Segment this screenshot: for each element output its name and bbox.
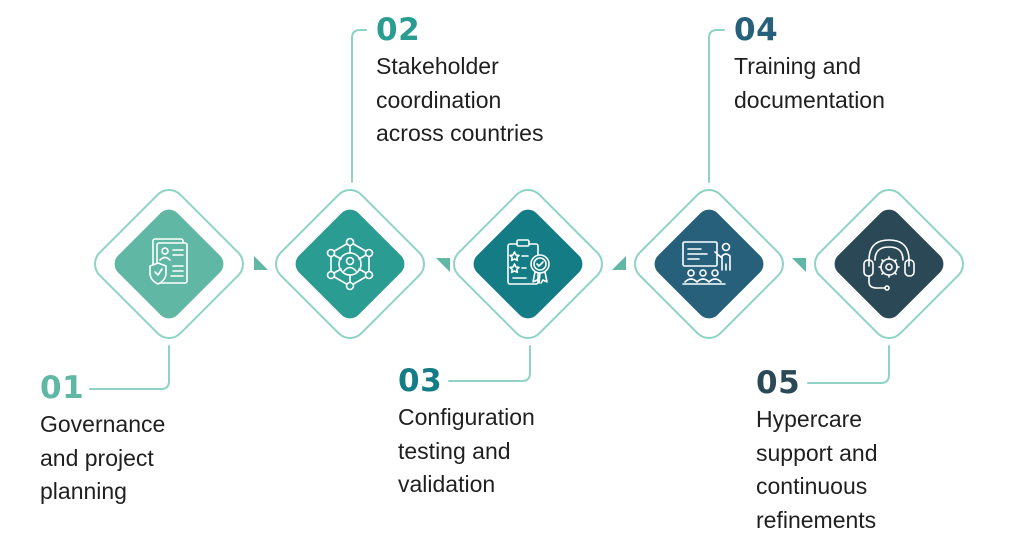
training-presentation-icon [682,241,731,285]
step-title-line: support and [756,439,878,466]
connector-03 [448,345,531,382]
step-label-04: 04 Training and documentation [734,12,885,115]
step-label-02: 02 Stakeholder coordination across count… [376,12,543,149]
connector-02 [351,29,367,183]
step-title-line: validation [398,471,496,497]
step-title-line: across countries [376,120,544,146]
step-title-line: documentation [734,86,885,113]
connector-05 [807,345,890,384]
support-headset-gear-icon [863,239,915,291]
step-number: 03 [398,363,443,399]
step-number: 01 [40,370,85,406]
step-title-line: planning [40,478,127,504]
stakeholder-network-icon [326,237,374,291]
governance-document-shield-icon [149,238,188,285]
connector-04 [708,29,725,183]
diamond-fill-04 [654,209,764,319]
arrow-3-4 [612,256,626,270]
step-number: 04 [734,12,779,48]
step-label-05: 05 Hypercare support and continuous refi… [756,365,877,535]
step-title-line: and project [40,444,154,471]
step-title-line: testing and [398,437,511,464]
step-title-line: continuous [756,473,868,499]
arrow-4-5 [792,258,806,272]
arrow-2-3 [436,258,450,272]
connector-01 [89,345,170,390]
testing-clipboard-checklist-icon [507,239,550,285]
step-title-line: Hypercare [756,406,863,432]
step-label-01: 01 Governance and project planning [40,370,165,507]
step-title-line: Configuration [398,404,535,430]
step-title-line: Training and [734,53,862,79]
step-number: 05 [756,365,801,401]
step-title-line: Governance [40,411,166,437]
step-title-line: refinements [756,506,877,533]
arrow-1-2 [254,256,268,270]
step-label-03: 03 Configuration testing and validation [398,363,535,500]
step-title-line: Stakeholder [376,53,499,79]
step-title-line: coordination [376,86,502,113]
diamond-fill-03 [473,209,583,319]
step-number: 02 [376,12,421,48]
